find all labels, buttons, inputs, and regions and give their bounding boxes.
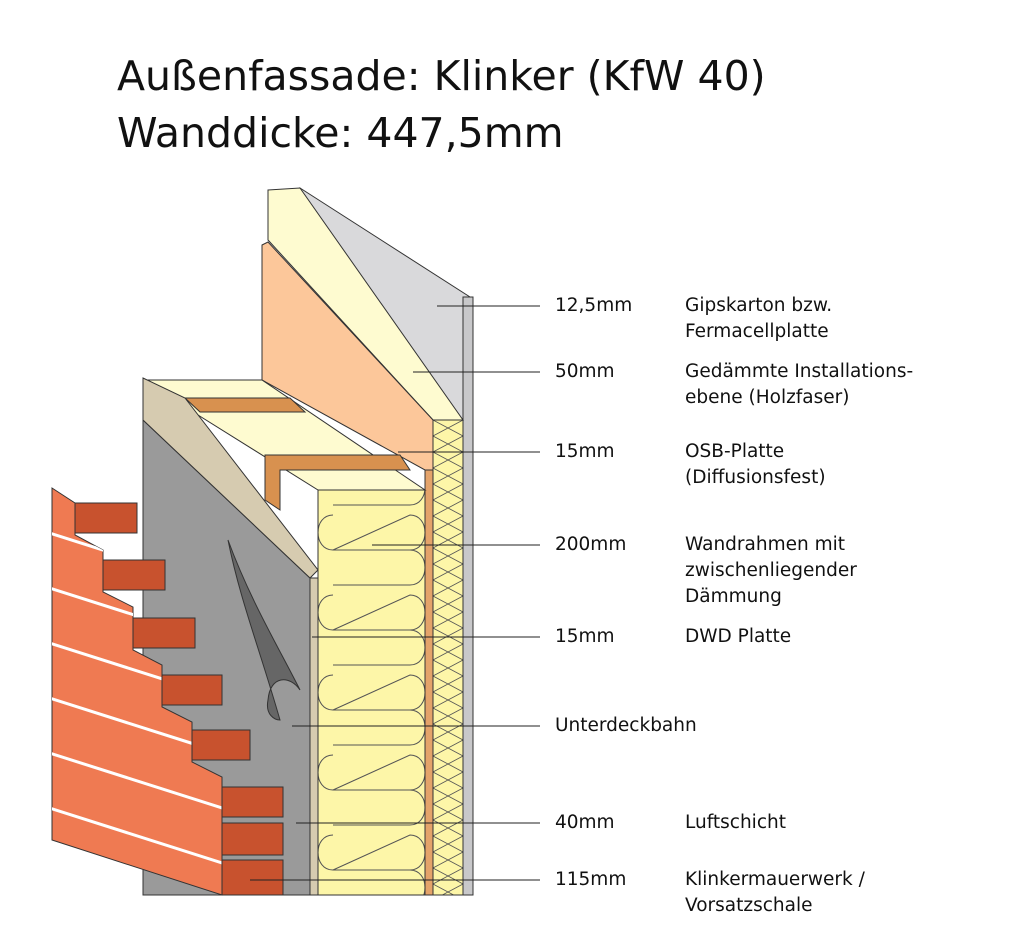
layer-description: OSB-Platte(Diffusionsfest): [685, 441, 826, 488]
layer-thickness: 15mm: [555, 626, 615, 647]
layer-description: DWD Platte: [685, 626, 792, 647]
layer-thickness: 50mm: [555, 361, 615, 382]
layer-description: Gedämmte Installations-ebene (Holzfaser): [685, 361, 914, 408]
leader-lines: [250, 305, 540, 881]
layer-description: Gipskarton bzw.Fermacellplatte: [685, 295, 833, 342]
layer-thickness: 40mm: [555, 812, 615, 833]
layer-description: Unterdeckbahn: [555, 715, 697, 736]
brick-wall: [51, 487, 284, 896]
layer-description: Klinkermauerwerk /Vorsatzschale: [685, 869, 865, 916]
layer-description: Luftschicht: [685, 812, 786, 833]
layer-thickness: 12,5mm: [555, 295, 633, 316]
layer-thickness: 115mm: [555, 869, 627, 890]
wall-thickness-title: Wanddicke: 447,5mm: [117, 109, 564, 157]
diagram-title: Außenfassade: Klinker (KfW 40): [117, 52, 766, 100]
wall-frame-insulation: [146, 379, 427, 896]
installation-layer: [267, 187, 464, 896]
layer-thickness: 200mm: [555, 534, 627, 555]
dwd-board: [142, 377, 319, 896]
layer-thickness: 15mm: [555, 441, 615, 462]
